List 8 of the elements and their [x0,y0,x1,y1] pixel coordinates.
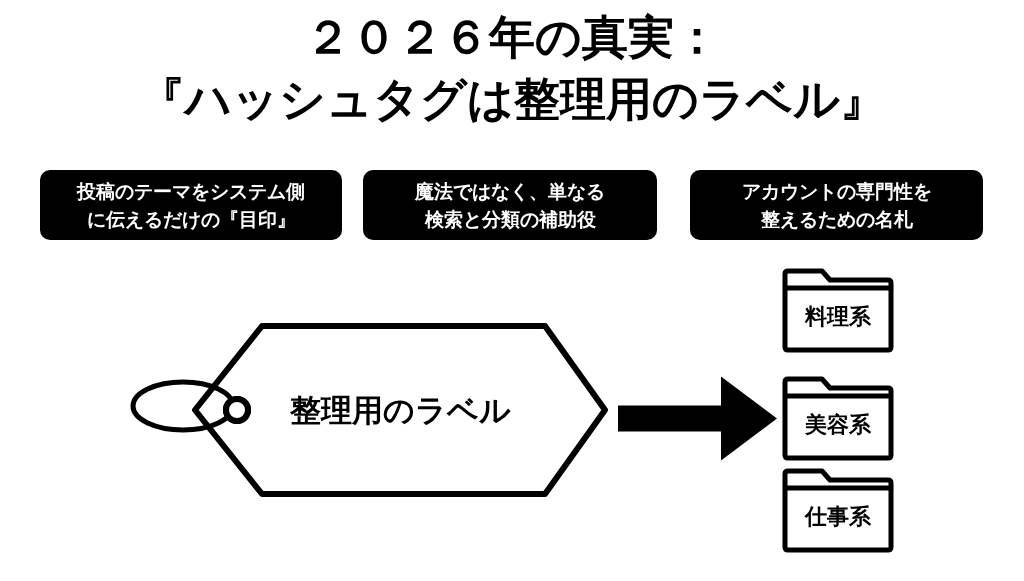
label-box: 魔法ではなく、単なる検索と分類の補助役 [363,170,657,240]
label-box: 投稿のテーマをシステム側に伝えるだけの『目印』 [40,170,342,240]
folder-icon: 美容系 [782,376,894,461]
folder-icon: 料理系 [782,268,894,353]
arrow [618,376,777,461]
folder-icon: 仕事系 [782,468,894,553]
label-box: アカウントの専門性を整えるための名札 [690,170,983,240]
title: ２０２６年の真実：『ハッシュタグは整理用のラベル』 [137,9,887,128]
